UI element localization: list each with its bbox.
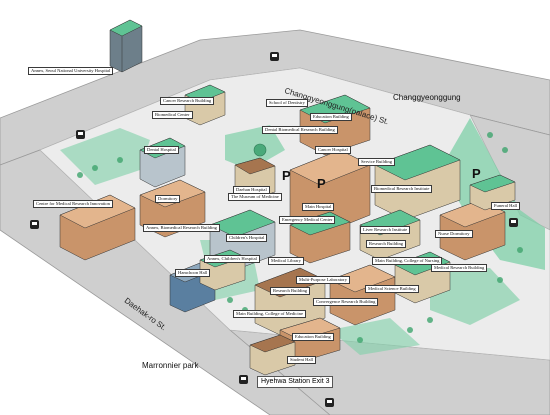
label-cancer-research[interactable]: Cancer Research Building — [160, 97, 215, 105]
label-service-building[interactable]: Service Building — [358, 158, 396, 166]
bus-stop-icon[interactable] — [76, 130, 85, 139]
label-research-building[interactable]: Research Building — [366, 240, 407, 248]
label-education-building-top[interactable]: Education Building — [310, 113, 352, 121]
label-childrens-hospital[interactable]: Children's Hospital — [226, 234, 268, 242]
label-medical-research-bldg[interactable]: Medical Research Building — [431, 264, 488, 272]
bus-stop-icon[interactable] — [509, 218, 518, 227]
area-label-palace: Changgyeonggung — [393, 93, 461, 102]
green-area — [60, 128, 150, 185]
label-centre-medical-research[interactable]: Centre for Medical Research Innovation — [33, 200, 113, 208]
label-dental-hospital[interactable]: Dental Hospital — [144, 146, 179, 154]
label-student-hall[interactable]: Student Hall — [287, 356, 317, 364]
label-hamchoon-hall[interactable]: Hamchoon Hall — [175, 269, 211, 277]
bus-stop-icon[interactable] — [239, 375, 248, 384]
parking-sign: P — [282, 168, 291, 183]
area-label-park: Marronnier park — [142, 361, 199, 370]
bus-stop-icon[interactable] — [30, 220, 39, 229]
parking-sign: P — [317, 176, 326, 191]
label-dormitory[interactable]: Dormitory — [155, 195, 181, 203]
label-education-building[interactable]: Education Building — [292, 333, 334, 341]
label-biomedical-research-inst[interactable]: Biomedical Research Institute — [371, 185, 433, 193]
label-medical-library[interactable]: Medical Library — [268, 257, 304, 265]
subway-exit-label[interactable]: Hyehwa Station Exit 3 — [257, 376, 334, 388]
label-museum-medicine[interactable]: The Museum of Medicine — [228, 193, 282, 201]
label-biomedical-center[interactable]: Biomedical Center — [152, 111, 193, 119]
label-convergence-research[interactable]: Convergence Research Building — [313, 298, 379, 306]
label-school-dentistry[interactable]: School of Dentistry — [266, 99, 308, 107]
label-main-bldg-nursing[interactable]: Main Building, College of Nursing — [372, 257, 443, 265]
bus-stop-icon[interactable] — [270, 52, 279, 61]
label-main-bldg-medicine[interactable]: Main Building, College of Medicine — [233, 310, 306, 318]
label-liver-research[interactable]: Liver Research Institute — [360, 226, 411, 234]
label-medical-science-bldg[interactable]: Medical Science Building — [365, 285, 419, 293]
label-emergency-center[interactable]: Emergency Medical Center — [279, 216, 336, 224]
annex-snuh-building — [109, 19, 143, 73]
green-area — [330, 318, 420, 355]
label-research-building-2[interactable]: Research Building — [270, 287, 311, 295]
label-cancer-hospital[interactable]: Cancer Hospital — [315, 146, 351, 154]
label-annex-biomedical[interactable]: Annex, Biomedical Research Building — [143, 224, 220, 232]
label-main-hospital[interactable]: Main Hospital — [302, 203, 335, 211]
label-funeral-hall[interactable]: Funeral Hall — [491, 202, 521, 210]
parking-sign: P — [472, 166, 481, 181]
green-area — [430, 268, 520, 325]
bus-stop-icon[interactable] — [325, 398, 334, 407]
label-dental-biomedical[interactable]: Dental Biomedical Research Building — [262, 126, 338, 134]
label-annex-childrens[interactable]: Annex, Children's Hospital — [204, 255, 260, 263]
label-nurse-dormitory[interactable]: Nurse Dormitory — [435, 230, 473, 238]
label-annex-snuh[interactable]: Annex, Seoul National University Hospita… — [28, 67, 114, 75]
label-multipurpose-lab[interactable]: Multi-Purpose Laboratory — [296, 276, 351, 284]
